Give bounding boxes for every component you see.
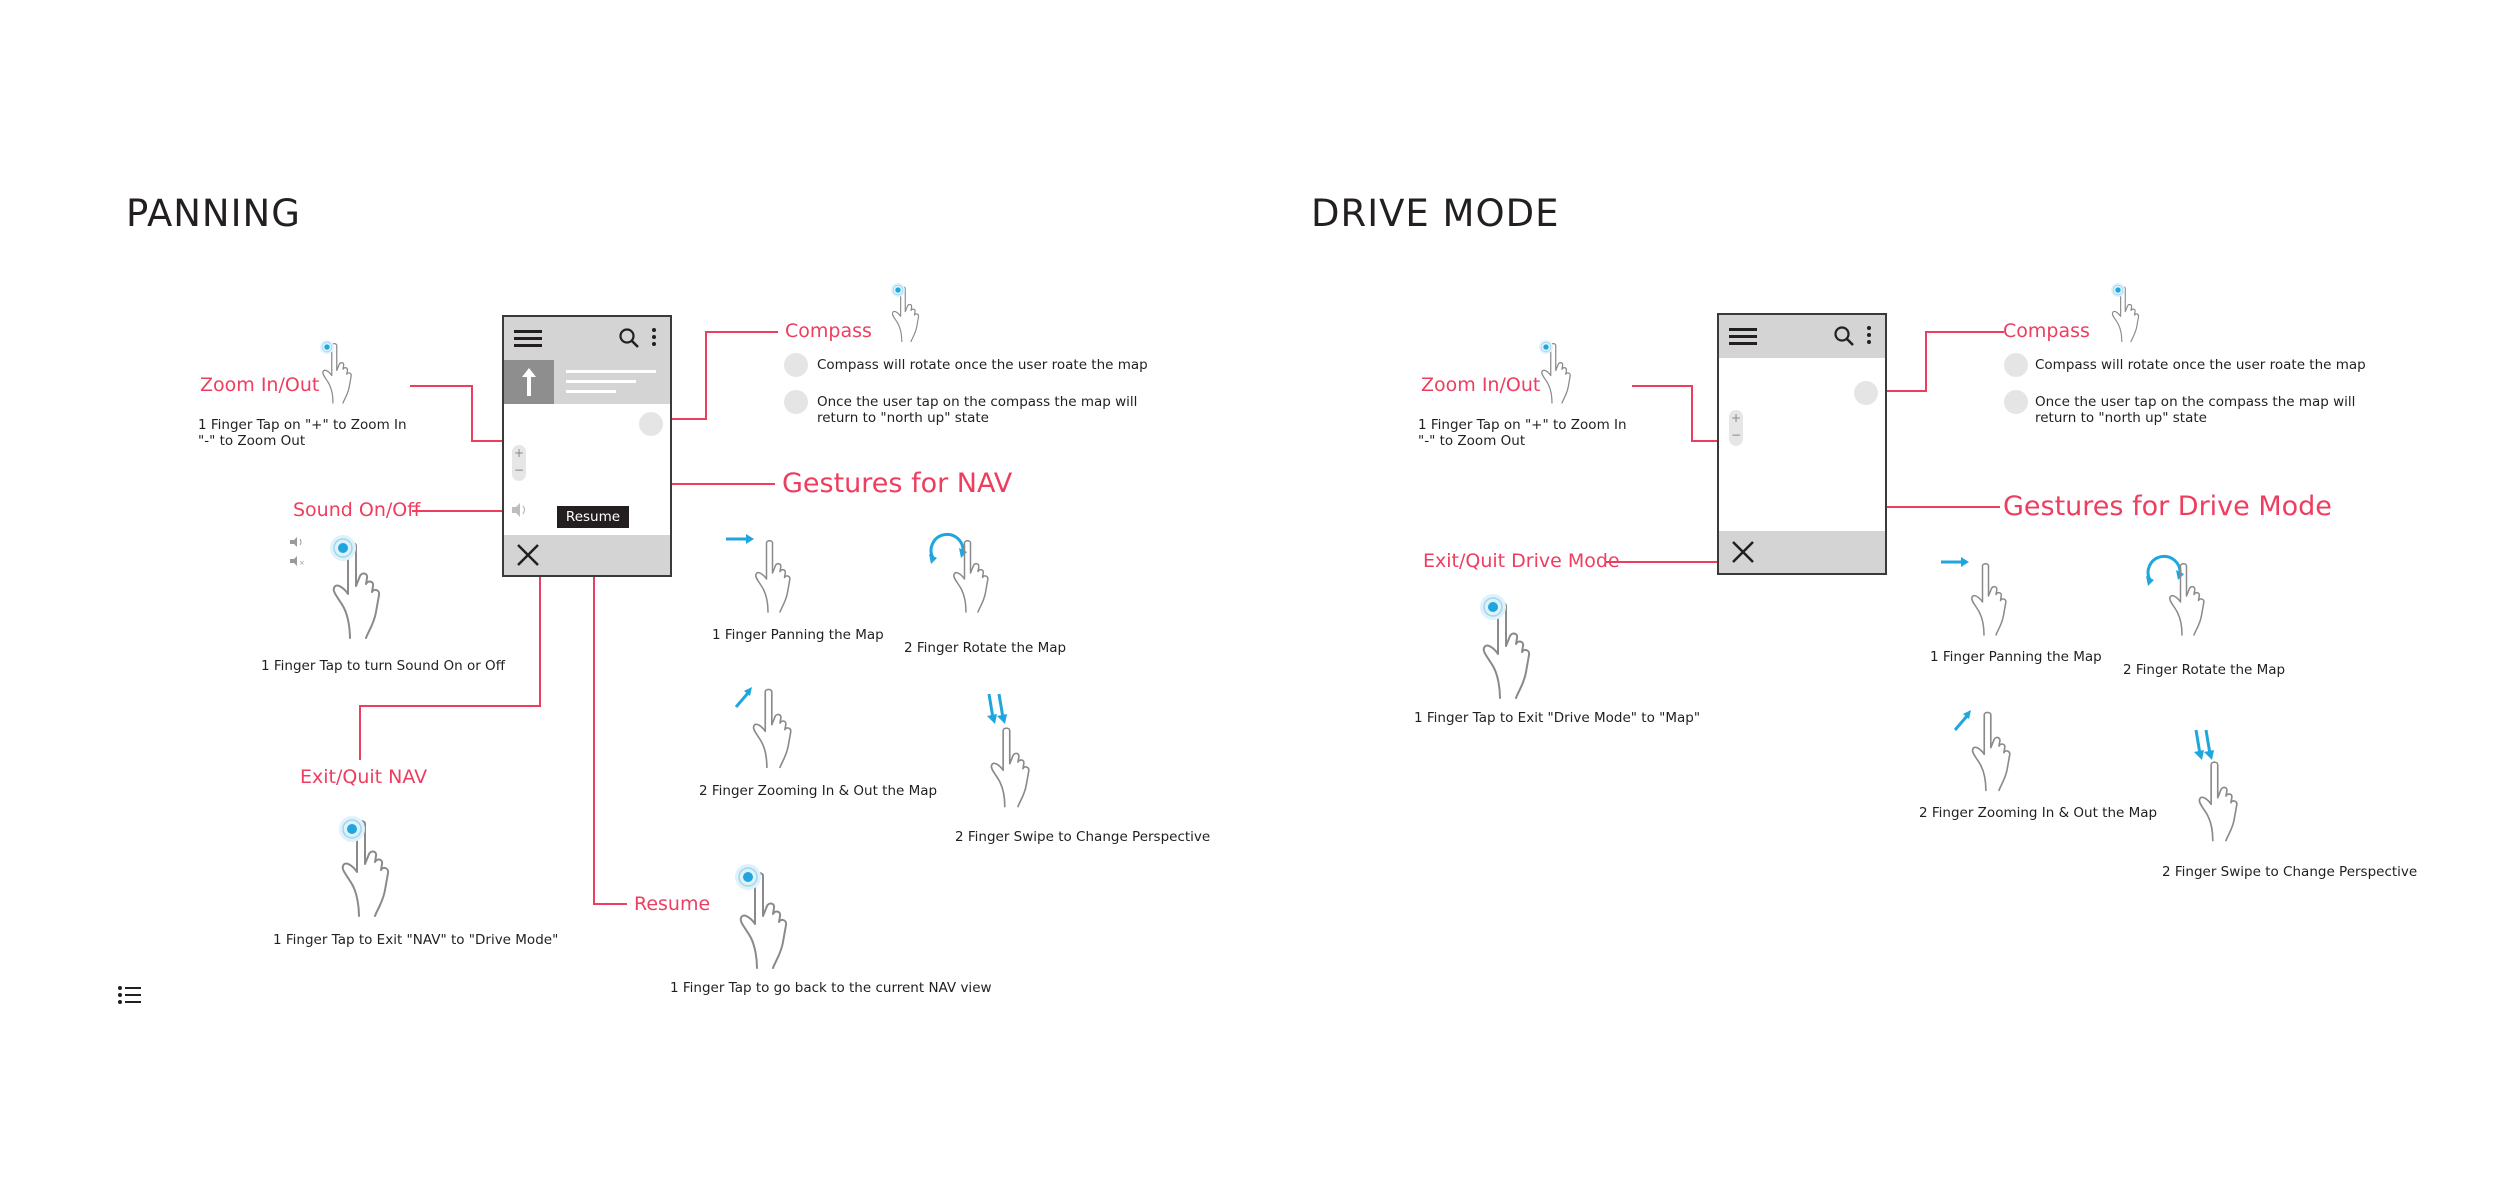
zoom-control[interactable]: +− (1729, 410, 1743, 446)
zoom-label: Zoom In/Out (200, 374, 320, 396)
table-of-contents-icon[interactable] (117, 985, 143, 1005)
hand-gesture-icon (1964, 710, 2034, 792)
more-vertical-icon[interactable] (1866, 325, 1872, 347)
close-x-icon[interactable] (516, 543, 540, 567)
more-vertical-icon[interactable] (651, 327, 657, 349)
hamburger-menu-icon[interactable] (514, 328, 542, 350)
pinch-arrow-icon (1953, 710, 1971, 731)
compass-note-2a: Once the user tap on the compass the map… (2035, 394, 2356, 410)
compass-icon[interactable] (639, 412, 663, 436)
gesture-swipe-caption: 2 Finger Swipe to Change Perspective (2162, 864, 2418, 880)
drive-phone: +− (1717, 313, 1887, 575)
pinch-arrow-icon (734, 687, 752, 708)
speaker-icon[interactable] (512, 503, 530, 517)
compass-note-1: Compass will rotate once the user roate … (817, 357, 1148, 373)
compass-icon (784, 353, 808, 377)
zoom-caption-1: 1 Finger Tap on "+" to Zoom In (1418, 417, 1627, 433)
gesture-zoom-caption: 2 Finger Zooming In & Out the Map (699, 783, 938, 799)
exit-label: Exit/Quit NAV (300, 766, 428, 788)
svg-text:×: × (299, 559, 305, 567)
zoom-label: Zoom In/Out (1421, 374, 1541, 396)
compass-icon (2004, 390, 2028, 414)
rotate-arrow-icon (929, 532, 967, 564)
compass-label: Compass (2003, 320, 2090, 342)
hand-gesture-icon (1966, 556, 2026, 642)
bottom-bar (1719, 531, 1885, 573)
tap-ring-icon (1478, 592, 1508, 622)
compass-label: Compass (785, 320, 872, 342)
sound-caption: 1 Finger Tap to turn Sound On or Off (261, 658, 505, 674)
nav-direction-bar (504, 360, 670, 404)
panning-phone: +− Resume (502, 315, 672, 577)
close-x-icon[interactable] (1731, 540, 1755, 564)
resume-caption: 1 Finger Tap to go back to the current N… (670, 980, 992, 996)
compass-note-2b: return to "north up" state (2035, 410, 2207, 426)
resume-label: Resume (634, 893, 711, 915)
swipe-arrow-icon (987, 694, 1007, 724)
zoom-control[interactable]: +− (512, 445, 526, 481)
direction-tile (504, 360, 554, 404)
gesture-zoom-caption: 2 Finger Zooming In & Out the Map (1919, 805, 2158, 821)
up-arrow-icon (522, 368, 536, 396)
search-icon[interactable] (1833, 325, 1855, 347)
resume-button[interactable]: Resume (557, 506, 629, 528)
gesture-rotate-caption: 2 Finger Rotate the Map (2123, 662, 2286, 678)
compass-note-2b: return to "north up" state (817, 410, 989, 426)
top-bar (1719, 315, 1885, 358)
speaker-icon: × (290, 537, 305, 567)
pan-arrow-icon (1941, 557, 1969, 567)
zoom-caption-1: 1 Finger Tap on "+" to Zoom In (198, 417, 407, 433)
compass-note-1: Compass will rotate once the user roate … (2035, 357, 2366, 373)
gesture-pan-caption: 1 Finger Panning the Map (1930, 649, 2102, 665)
hand-gesture-icon (2193, 752, 2259, 850)
gestures-label: Gestures for NAV (782, 468, 1013, 499)
gestures-label: Gestures for Drive Mode (2003, 491, 2332, 522)
compass-icon (2004, 353, 2028, 377)
gesture-rotate-caption: 2 Finger Rotate the Map (904, 640, 1067, 656)
sound-label: Sound On/Off (293, 499, 421, 521)
exit-caption: 1 Finger Tap to Exit "NAV" to "Drive Mod… (273, 932, 559, 948)
hamburger-menu-icon[interactable] (1729, 326, 1757, 348)
compass-icon[interactable] (1854, 381, 1878, 405)
compass-note-2a: Once the user tap on the compass the map… (817, 394, 1138, 410)
hand-gesture-icon (2164, 556, 2224, 642)
top-bar (504, 317, 670, 360)
compass-icon (784, 390, 808, 414)
gesture-swipe-caption: 2 Finger Swipe to Change Perspective (955, 829, 1211, 845)
pan-arrow-icon (726, 534, 754, 544)
search-icon[interactable] (618, 327, 640, 349)
drive-title: DRIVE MODE (1311, 192, 1560, 235)
exit-label: Exit/Quit Drive Mode (1423, 550, 1620, 572)
tap-ring-icon (1538, 339, 1554, 355)
gesture-pan-caption: 1 Finger Panning the Map (712, 627, 884, 643)
zoom-caption-2: "-" to Zoom Out (198, 433, 306, 449)
zoom-caption-2: "-" to Zoom Out (1418, 433, 1526, 449)
tap-ring-icon (2110, 282, 2126, 298)
direction-text-lines (566, 370, 656, 393)
panning-title: PANNING (126, 192, 301, 235)
swipe-arrow-icon (2194, 730, 2214, 760)
exit-caption: 1 Finger Tap to Exit "Drive Mode" to "Ma… (1414, 710, 1701, 726)
bottom-bar (504, 535, 670, 575)
